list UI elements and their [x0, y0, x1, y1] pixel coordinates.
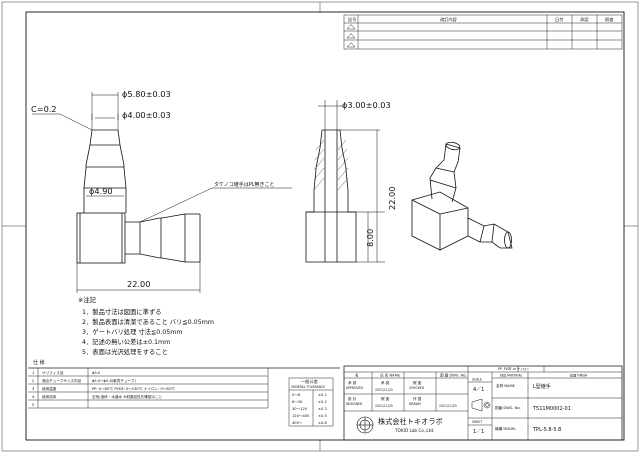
spec-label-3: 使用温度 — [42, 386, 57, 391]
tb-approved-sub: APPROVED — [346, 386, 363, 390]
tb-name-value: L型継手 — [533, 383, 551, 390]
dim-height-total: 22.00 — [387, 187, 397, 210]
tolerance-subtitle: GENERAL TOLERANCE — [291, 385, 325, 389]
tol-value-2: ±0.2 — [318, 400, 327, 404]
notes-title: ※注記 — [78, 295, 97, 304]
spec-label-4: 使用流体 — [42, 394, 57, 399]
note-3: 3．ゲートバリ処理 寸法≦0.05mm — [82, 327, 183, 336]
tb-model-label: 機種 MODEL — [495, 426, 516, 431]
tb-sig-header-2: 氏 名 NAME — [380, 373, 401, 378]
tol-range-3: 30〜120 — [292, 407, 308, 411]
tb-designed-date: 2021/11/25 — [375, 404, 393, 408]
section-view — [305, 129, 357, 263]
tol-value-1: ±0.1 — [318, 393, 327, 397]
tb-scale-label: SCALE — [472, 378, 482, 382]
company-logo — [356, 416, 374, 434]
dim-chamfer: C=0.2 — [31, 104, 57, 114]
section-hatching — [313, 139, 349, 191]
tb-drawn-date: 2021/11/25 — [439, 404, 457, 408]
tol-value-5: ±0.8 — [318, 421, 327, 425]
tb-dwgno-label: 図番 DWG. No. — [495, 405, 521, 410]
barb-callout: タケノコ継手はPL無きこと — [214, 181, 275, 188]
tb-drawn-label: 作 図 — [413, 396, 422, 401]
spec-no-2: 2 — [32, 379, 34, 383]
tb-sig-header-3: 図 番 DWG. No. — [440, 373, 467, 378]
projection-symbol-icon — [471, 398, 491, 412]
spec-no-4: 4 — [32, 395, 35, 399]
tb-model-value: TPL-5.8-5.8 — [532, 427, 561, 433]
tol-range-1: 0〜6 — [292, 393, 301, 397]
note-5: 5．表面は光沢処理をすること — [82, 347, 168, 356]
dim-hole-dia: ϕ3.00±0.03 — [342, 100, 391, 110]
spec-value-2: ϕ5.0〜ϕ5.8(軟質チューブ) — [92, 378, 137, 383]
isometric-view — [411, 141, 513, 251]
tb-scale-value: 4／1 — [473, 387, 484, 393]
tb-designed-sub: DESIGNED — [346, 402, 363, 406]
dim-height-body: 8.00 — [365, 229, 375, 247]
dim-root-dia: ϕ4.90 — [89, 186, 113, 196]
tol-value-3: ±0.3 — [318, 407, 327, 411]
rev-header-date: 日付 — [555, 16, 563, 23]
tb-approved-date: 2021/11/25 — [375, 388, 393, 392]
tb-name-cell-2: 照 査 — [381, 396, 390, 401]
tb-name-label: 名称 NAME — [496, 383, 516, 388]
dim-inner-dia: ϕ4.00±0.03 — [122, 110, 171, 120]
revision-table — [343, 14, 623, 50]
tol-value-4: ±0.5 — [318, 414, 327, 418]
front-view — [76, 129, 201, 264]
tb-name-cell-1: 承 認 — [381, 380, 390, 385]
note-1: 1．製品寸法は図面に準ずる — [82, 307, 162, 316]
tolerance-table — [288, 377, 334, 427]
tb-sig-header-1: 名 — [355, 373, 359, 378]
spec-value-4: 空気(液体・水道水 ※耐薬品性を確認のこと — [92, 394, 163, 399]
rev-header-content: 改訂内容 — [440, 16, 457, 23]
dim-width: 22.00 — [127, 279, 150, 289]
tb-material-top: PP, PVDF or ナイロン — [498, 366, 529, 371]
tb-designed-label: 設 計 — [348, 396, 357, 401]
tb-checked-label: 照 査 — [413, 380, 422, 385]
tb-sheet-label: SHEET — [472, 420, 482, 424]
spec-label-1: オリフィス径 — [42, 370, 64, 375]
spec-no-5: 5 — [32, 403, 34, 407]
note-2: 2．製品表面は清潔であること バリ≦0.05mm — [82, 317, 214, 326]
front-view-dimensions — [32, 92, 292, 293]
title-block — [343, 365, 623, 441]
tb-material-label: 材質 MATERIAL — [500, 373, 523, 378]
section-view-dimensions — [318, 100, 385, 263]
spec-table — [28, 367, 340, 409]
spec-no-3: 3 — [32, 387, 34, 391]
spec-value-1: ϕ3.0 — [92, 371, 101, 375]
tb-sheet-value: 1／1 — [473, 429, 484, 435]
spec-title: 仕 様 — [33, 359, 45, 366]
tol-range-5: 400〜 — [292, 421, 303, 425]
spec-value-3: PP: 0〜80℃ PVDF: 0〜130℃ ナイロン: 0〜80℃ — [92, 386, 175, 391]
tb-dwgno-value: T511M0002-01 — [532, 406, 571, 412]
spec-label-2: 適合チューブサイズ内径 — [42, 378, 82, 383]
tolerance-title: 一般公差 — [301, 378, 318, 385]
spec-no-1: 1 — [32, 371, 34, 375]
rev-header-checked: 照査 — [605, 16, 614, 23]
tb-finish-label: 処理 FINISH — [570, 373, 588, 378]
company-name: 株式会社トキオラボ — [378, 417, 443, 426]
tb-approved-label: 承 認 — [348, 380, 357, 385]
tb-drawn-sub: DRAWN — [409, 402, 421, 406]
dim-outer-dia: ϕ5.80±0.03 — [122, 89, 171, 99]
tol-range-2: 6〜30 — [292, 400, 303, 404]
rev-header-mark: 記号 — [348, 16, 356, 23]
note-4: 4．記述の無い公差は±0.1mm — [82, 337, 170, 346]
tb-checked-sub: CHECKED — [409, 386, 425, 390]
tol-range-4: 120〜400 — [292, 414, 310, 418]
rev-header-approved: 承認 — [580, 16, 589, 23]
company-name-en: TOKIO Lab Co.,Ltd. — [394, 428, 434, 433]
